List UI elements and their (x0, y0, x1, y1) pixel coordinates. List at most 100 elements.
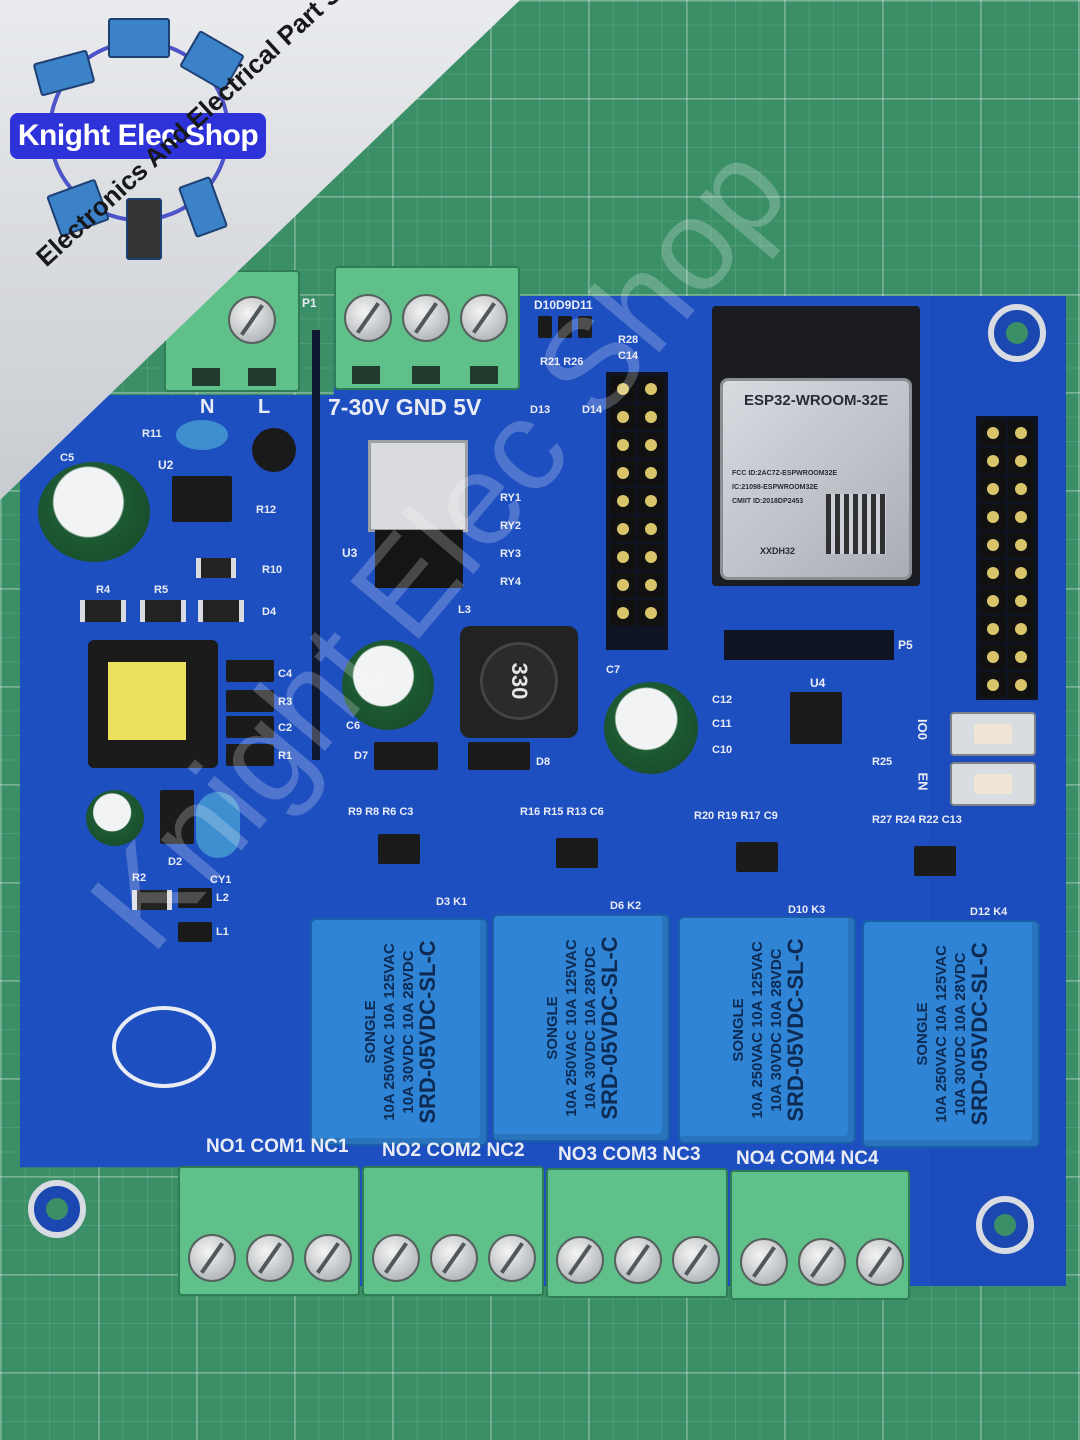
module-line4: XXDH32 (760, 546, 796, 556)
pin (980, 476, 1006, 502)
relay-brand: SONGLE (544, 996, 561, 1060)
pin (638, 516, 664, 542)
capacitor-c7 (604, 682, 698, 774)
label-c7: C7 (606, 664, 621, 676)
relay-rating-ac: 10A 250VAC 10A 125VAC (563, 939, 580, 1117)
capacitor-c6 (342, 640, 434, 730)
label-c12: C12 (712, 694, 733, 706)
terminal-screw (672, 1236, 720, 1284)
module-line3: CMIIT ID:2018DP2453 (732, 498, 804, 505)
terminal-label-1: NO1 COM1 NC1 (206, 1136, 349, 1157)
relay-3: SONGLE 10A 250VAC 10A 125VAC 10A 30VDC 1… (678, 916, 856, 1144)
relay-model: SRD-05VDC-SL-C (597, 936, 622, 1120)
pin (980, 504, 1006, 530)
terminal-screw (188, 1234, 236, 1282)
smd-r1 (226, 744, 274, 766)
terminal-screw (740, 1238, 788, 1286)
regulator-body (375, 530, 463, 588)
inductor-l2 (178, 888, 212, 908)
label-l: L (258, 396, 271, 418)
label-r4: R4 (96, 584, 111, 596)
pin (980, 448, 1006, 474)
relay-brand: SONGLE (914, 1002, 931, 1066)
relay-3-text: SONGLE 10A 250VAC 10A 125VAC 10A 30VDC 1… (729, 938, 808, 1121)
terminal-screw (246, 1234, 294, 1282)
terminal-slot (192, 368, 220, 386)
regulator-u3 (368, 440, 468, 532)
terminal-slot (470, 366, 498, 384)
pin (638, 404, 664, 430)
pin (980, 420, 1006, 446)
label-ry1: RY1 (500, 492, 521, 504)
pin (638, 544, 664, 570)
pin (1008, 532, 1034, 558)
pin (1008, 588, 1034, 614)
pin (980, 672, 1006, 698)
driver-transistor (736, 842, 778, 872)
module-line1: FCC ID:2AC7Z-ESPWROOM32E (732, 470, 838, 477)
label-p1: P1 (302, 296, 317, 310)
label-r1: R1 (278, 750, 293, 762)
label-c14: C14 (618, 350, 639, 362)
terminal-slot (352, 366, 380, 384)
smd-c4 (226, 660, 274, 682)
pin (1008, 504, 1034, 530)
label-p5: P5 (898, 638, 913, 652)
gpio-header-left (606, 372, 668, 650)
en-button[interactable] (950, 762, 1036, 806)
pin (638, 572, 664, 598)
diode-d8 (468, 742, 530, 770)
pin (610, 376, 636, 402)
relay-brand: SONGLE (362, 1000, 379, 1064)
chip-u4 (790, 692, 842, 744)
io0-button[interactable] (950, 712, 1036, 756)
label-r10: R10 (262, 564, 283, 576)
transformer (88, 640, 218, 768)
label-d10d9d11: D10D9D11 (534, 298, 593, 312)
relay-mark-2: D6 K2 (610, 900, 642, 912)
terminal-label-4: NO4 COM4 NC4 (736, 1148, 879, 1169)
label-d4: D4 (262, 606, 277, 618)
pin (610, 404, 636, 430)
diode-d4 (198, 600, 244, 622)
relay-1-text: SONGLE 10A 250VAC 10A 125VAC 10A 30VDC 1… (361, 940, 440, 1123)
power-inductor: 330 (460, 626, 578, 738)
label-ry2: RY2 (500, 520, 521, 532)
varistor (252, 428, 296, 472)
ceramic-capacitor (176, 420, 228, 450)
label-r25: R25 (872, 756, 893, 768)
resistor-r2 (132, 890, 172, 910)
resistor (196, 558, 236, 578)
label-en: EN (915, 772, 931, 791)
resistor (140, 600, 186, 622)
relay-4-text: SONGLE 10A 250VAC 10A 125VAC 10A 30VDC 1… (913, 942, 992, 1125)
driver-labels-2: R16 R15 R13 C6 (520, 806, 604, 818)
led-d11 (578, 316, 592, 338)
board-logo (112, 1006, 216, 1088)
terminal-screw (798, 1238, 846, 1286)
module-model: ESP32-WROOM-32E (744, 392, 889, 409)
label-n: N (200, 396, 215, 418)
relay-2-text: SONGLE 10A 250VAC 10A 125VAC 10A 30VDC 1… (543, 936, 622, 1120)
label-d13: D13 (530, 404, 551, 416)
label-r11: R11 (142, 428, 162, 440)
pin (610, 460, 636, 486)
pin (610, 516, 636, 542)
label-r2: R2 (132, 872, 147, 884)
terminal-slot (412, 366, 440, 384)
relay-mark-3: D10 K3 (788, 904, 826, 916)
dc-input-label: 7-30V GND 5V (328, 394, 482, 420)
driver-labels-1: R9 R8 R6 C3 (348, 806, 414, 818)
label-u3: U3 (342, 546, 358, 560)
pin (1008, 448, 1034, 474)
pin (1008, 420, 1034, 446)
terminal-screw (614, 1236, 662, 1284)
pin (980, 560, 1006, 586)
relay-1: SONGLE 10A 250VAC 10A 125VAC 10A 30VDC 1… (310, 918, 488, 1146)
mounting-hole (28, 1180, 86, 1238)
label-d7: D7 (354, 750, 369, 762)
dc-input-terminal (334, 266, 520, 390)
pin (638, 600, 664, 626)
label-d2: D2 (168, 856, 183, 868)
mounting-hole (988, 304, 1046, 362)
